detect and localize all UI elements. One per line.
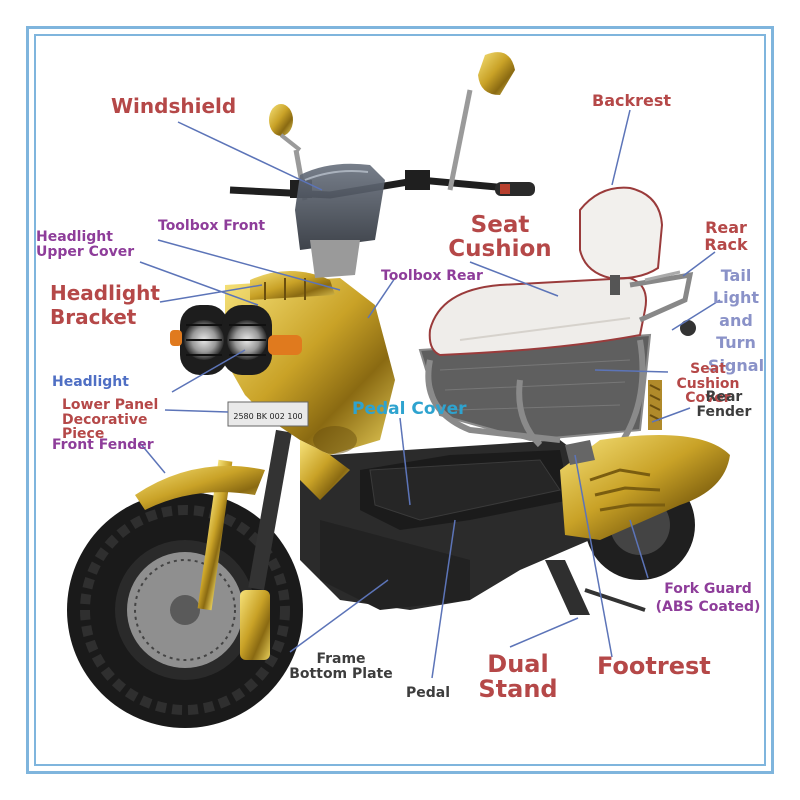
label-tail-light-turn-signal: Tail Light and Turn Signal [704, 265, 768, 377]
label-fork-guard-line1: Fork Guard [664, 581, 752, 597]
label-windshield: Windshield [111, 94, 237, 118]
label-headlight-bracket: Headlight Bracket [50, 281, 160, 329]
front-fork [197, 429, 292, 611]
label-footrest: Footrest [597, 652, 711, 680]
label-rear-fender: Rear Fender [690, 390, 758, 419]
frame-bottom-plate [320, 520, 470, 610]
seat [428, 276, 647, 357]
rear-shock [648, 380, 662, 430]
label-seat-cushion-line2: Cushion [448, 236, 552, 263]
plate-text: 2580 BK 002 100 [233, 412, 302, 421]
label-tail-light-line2: Light [712, 288, 760, 308]
steering-head [310, 240, 360, 278]
headlight-bracket [250, 271, 335, 300]
license-plate [227, 401, 309, 427]
leader-lines [139, 109, 721, 679]
label-rear-fender-line2: Fender [696, 403, 752, 420]
label-frame-bottom-plate: Frame Bottom Plate [282, 652, 400, 681]
label-headlight-upper-cover: Headlight Upper Cover [36, 230, 134, 259]
front-wheel [67, 492, 303, 728]
label-toolbox-front: Toolbox Front [158, 218, 266, 234]
label-toolbox-rear: Toolbox Rear [381, 268, 483, 284]
label-headlight-bracket-line2: Bracket [50, 305, 137, 329]
label-rear-rack-line2: Rack [704, 234, 748, 254]
label-frame-bottom-plate-line1: Frame [316, 651, 366, 667]
footrest [565, 440, 595, 465]
inner-frame [34, 34, 766, 766]
label-fork-guard-line2: (ABS Coated) [655, 599, 761, 616]
label-headlight-bracket-line1: Headlight [50, 281, 160, 305]
label-pedal-cover: Pedal Cover [352, 399, 467, 419]
label-fork-guard: Fork Guard (ABS Coated) [646, 580, 770, 616]
dual-stand [545, 560, 590, 615]
fork-guard [560, 435, 730, 540]
label-seat-cushion-cover-line2: Cushion [676, 375, 740, 392]
stand-lever [584, 588, 646, 612]
label-seat-cushion-line1: Seat [470, 212, 530, 238]
windshield [295, 163, 385, 250]
label-tail-light-line3: and [719, 310, 753, 330]
label-lower-panel-line1: Lower Panel [62, 397, 159, 413]
label-rear-rack: Rear Rack [698, 218, 754, 254]
label-front-fender: Front Fender [52, 437, 154, 453]
label-rear-rack-line1: Rear [705, 218, 747, 237]
label-seat-cushion-cover-line1: Seat [690, 361, 726, 377]
label-lower-panel-decorative-piece: Lower Panel Decorative Piece [62, 398, 158, 442]
outer-frame [26, 26, 774, 774]
headlights [170, 305, 302, 375]
label-headlight-upper-cover-line1: Headlight [36, 229, 113, 245]
label-tail-light-line4: Turn [716, 333, 756, 353]
label-tail-light-line1: Tail [720, 266, 752, 285]
backrest [579, 186, 664, 295]
label-seat-cushion: Seat Cushion [440, 213, 560, 261]
label-frame-bottom-plate-line2: Bottom Plate [289, 665, 393, 682]
label-rear-fender-line1: Rear [705, 389, 743, 405]
label-dual-stand-line1: Dual [487, 650, 549, 678]
label-lower-panel-line3: Piece [62, 426, 105, 443]
label-dual-stand: Dual Stand [470, 650, 566, 704]
label-dual-stand-line2: Stand [478, 675, 558, 704]
label-backrest: Backrest [592, 91, 672, 110]
frame-tubes [425, 339, 646, 448]
front-fender [135, 465, 265, 510]
label-lower-panel-line2: Decorative [62, 411, 148, 428]
label-seat-cushion-cover-line3: Cover [685, 390, 731, 407]
label-headlight: Headlight [52, 374, 129, 390]
rear-rack [629, 270, 696, 336]
label-tail-light-line5: Signal [707, 355, 765, 375]
label-pedal: Pedal [406, 685, 451, 701]
label-seat-cushion-cover: Seat Cushion Cover [672, 362, 744, 406]
label-headlight-upper-cover-line2: Upper Cover [36, 243, 135, 260]
